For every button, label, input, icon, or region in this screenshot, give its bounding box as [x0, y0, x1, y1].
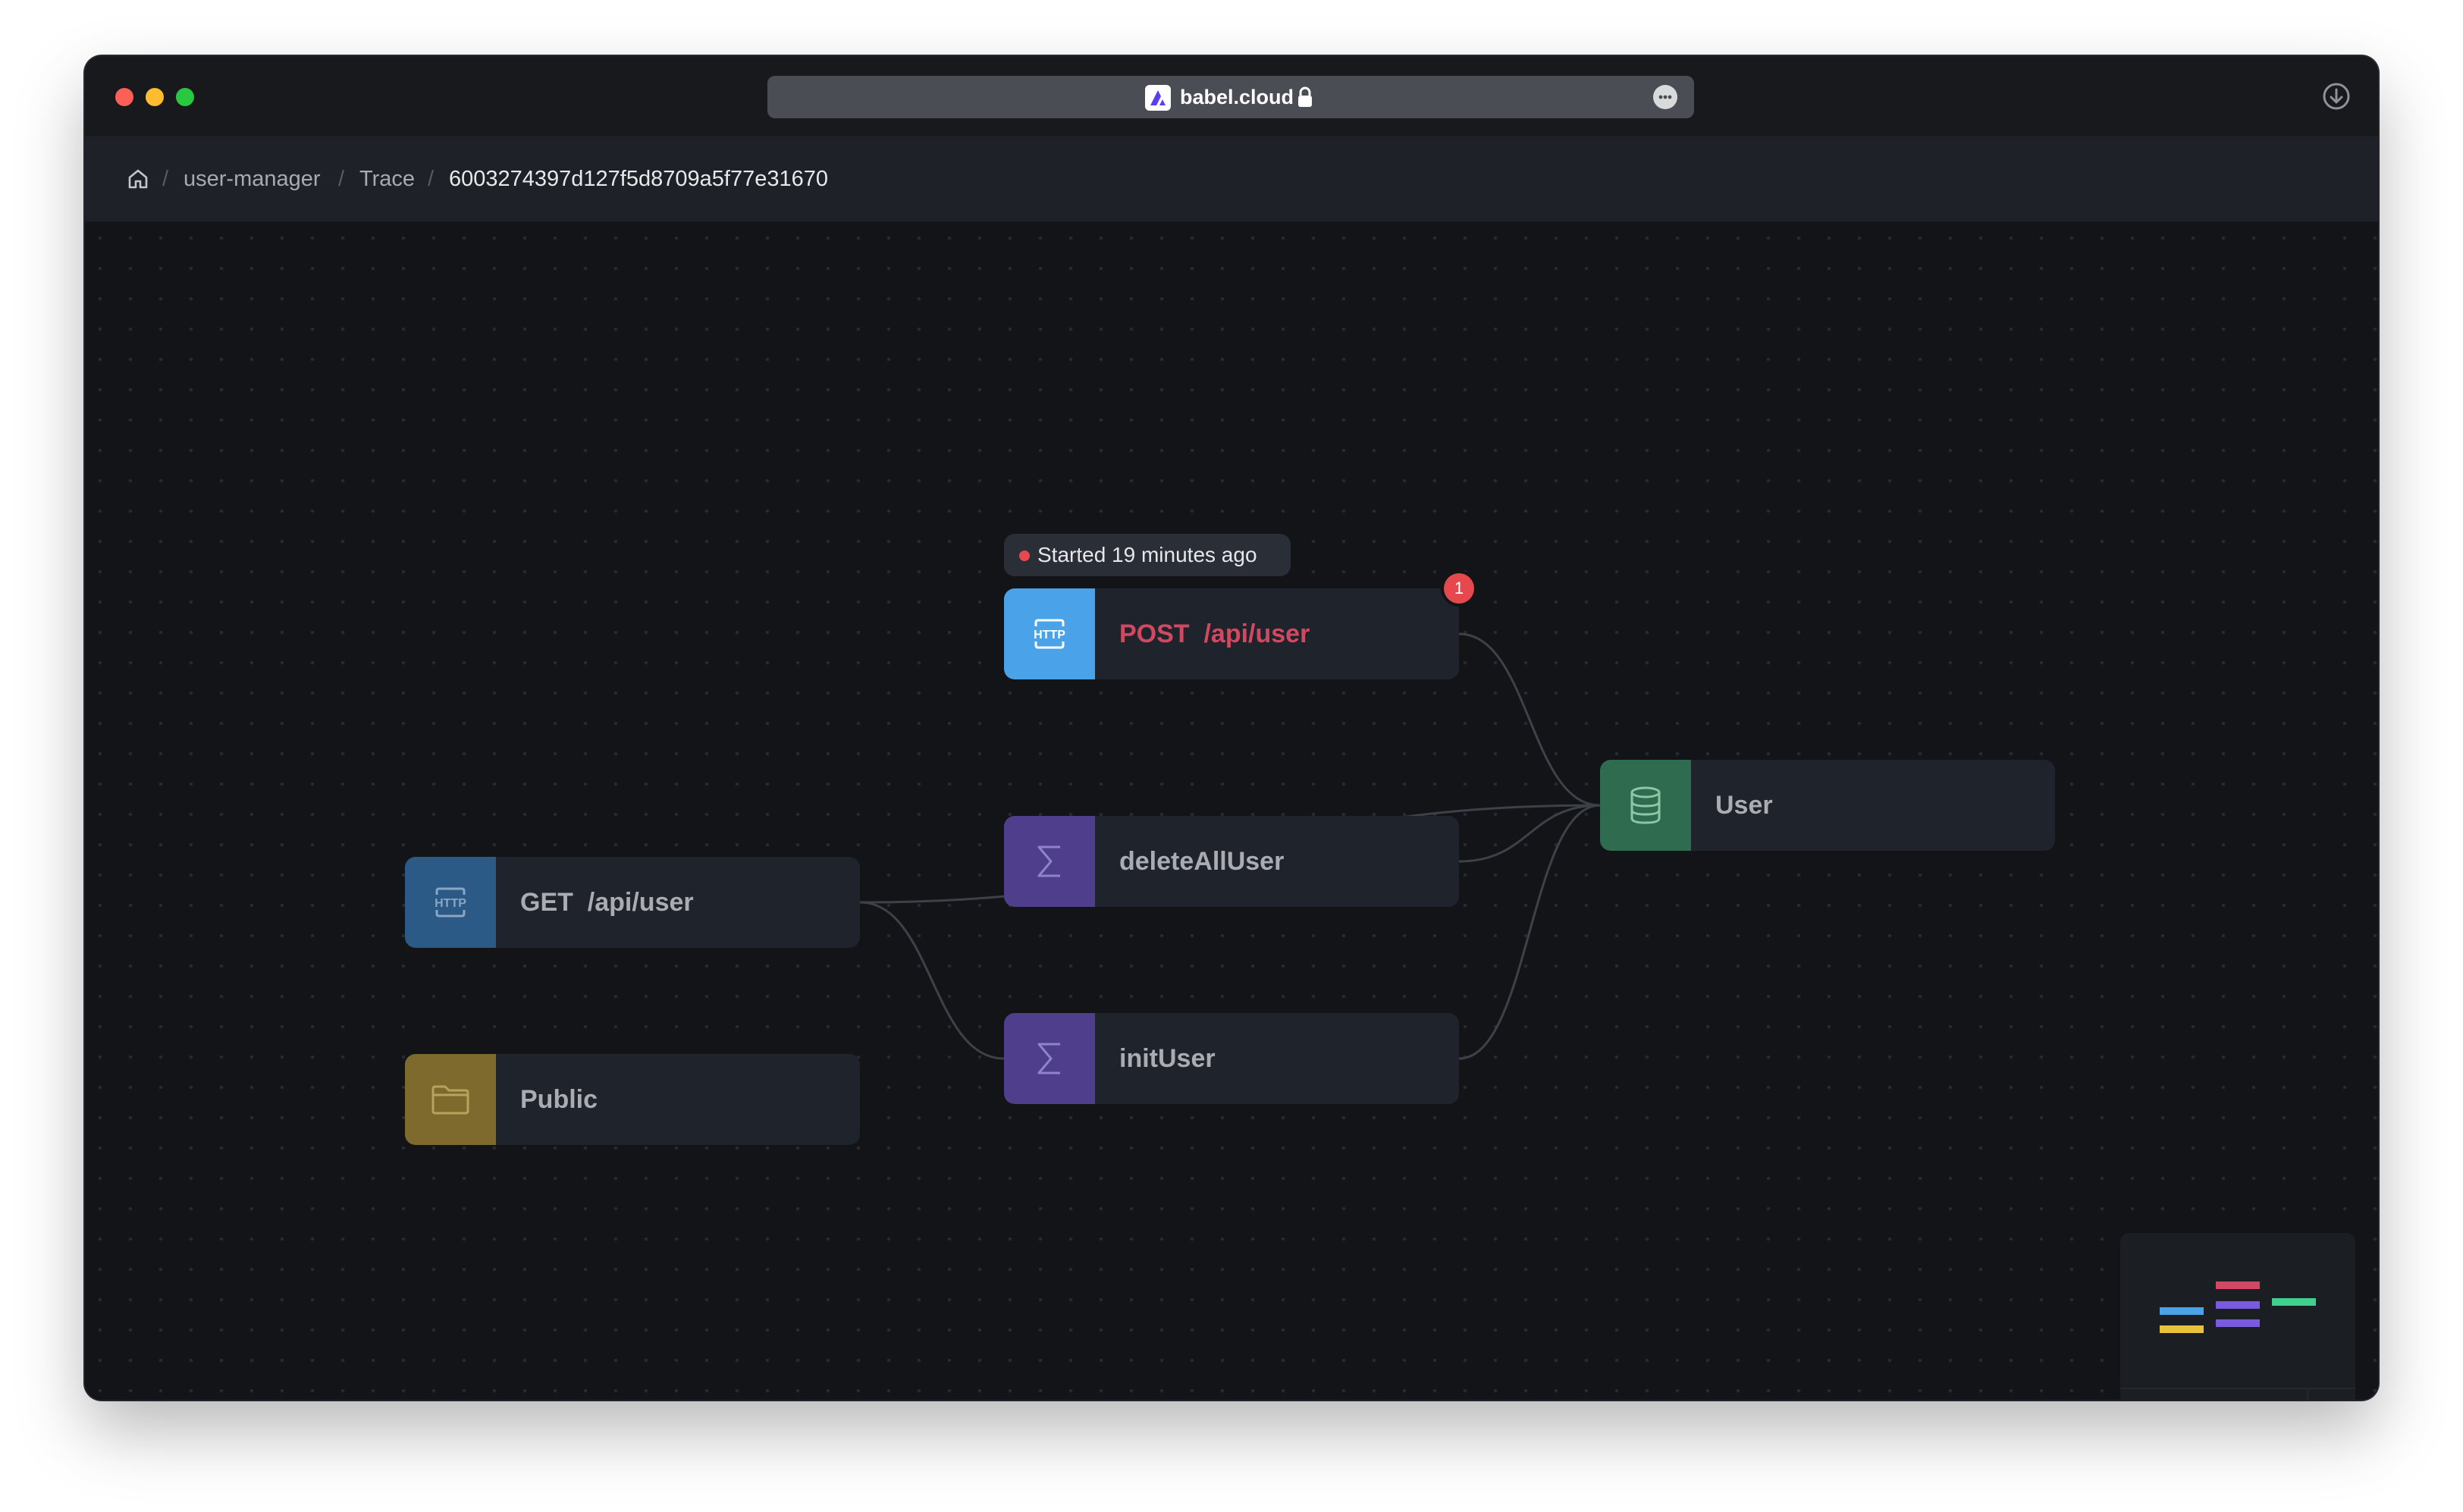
sigma-function-icon: [1004, 1013, 1095, 1104]
http-icon: HTTP: [405, 857, 496, 948]
browser-window: babel.cloud: [85, 56, 2378, 1400]
download-icon[interactable]: [2322, 82, 2351, 114]
babel-logo-icon: [1145, 85, 1171, 111]
node-post-api-user[interactable]: HTTP POST /api/user: [1004, 588, 1459, 679]
address-bar[interactable]: babel.cloud: [767, 76, 1694, 118]
sliders-icon[interactable]: [2307, 1389, 2351, 1400]
trace-status-text: Started 19 minutes ago: [1037, 543, 1257, 566]
breadcrumb-separator: /: [338, 167, 345, 191]
plus-icon[interactable]: [2261, 1389, 2304, 1400]
minimap-node-delete: [2216, 1301, 2260, 1309]
breadcrumb-item-trace[interactable]: Trace: [359, 167, 416, 191]
title-bar: babel.cloud: [85, 56, 2378, 136]
minimap-node-post: [2216, 1281, 2260, 1289]
node-label: POST /api/user: [1119, 620, 1310, 648]
error-count-badge: 1: [1444, 573, 1474, 604]
edge-get-to-init: [859, 901, 1005, 1060]
svg-text:HTTP: HTTP: [435, 897, 466, 910]
edge-delete-to-user: [1458, 804, 1601, 863]
edge-post-to-user: [1458, 632, 1601, 807]
zoom-level: 100%: [2173, 1389, 2257, 1400]
more-icon[interactable]: [1653, 85, 1677, 109]
node-label: Public: [520, 1085, 598, 1114]
minus-icon[interactable]: [2123, 1389, 2166, 1400]
close-window-button[interactable]: [115, 88, 133, 106]
minimap-node-get: [2160, 1307, 2204, 1315]
node-delete-all-user[interactable]: deleteAllUser: [1004, 816, 1459, 907]
node-init-user[interactable]: initUser: [1004, 1013, 1459, 1104]
node-public[interactable]: Public: [405, 1054, 860, 1145]
trace-status-badge: Started 19 minutes ago: [1004, 534, 1291, 576]
home-icon[interactable]: [126, 167, 150, 195]
node-label: initUser: [1119, 1044, 1216, 1073]
minimap[interactable]: 100%: [2120, 1233, 2355, 1400]
lock-icon: [1297, 86, 1313, 112]
breadcrumb-separator: /: [428, 167, 435, 191]
minimap-node-public: [2160, 1325, 2204, 1333]
sigma-function-icon: [1004, 816, 1095, 907]
node-user[interactable]: User: [1600, 760, 2055, 851]
minimize-window-button[interactable]: [146, 88, 164, 106]
minimap-node-user: [2272, 1298, 2316, 1306]
flow-canvas[interactable]: Started 19 minutes ago HTTP POST /api/us…: [85, 223, 2378, 1400]
zoom-controls: 100%: [2120, 1388, 2355, 1400]
url-text: babel.cloud: [1180, 86, 1294, 108]
svg-text:HTTP: HTTP: [1034, 629, 1065, 642]
edge-init-to-user: [1458, 804, 1601, 1060]
status-dot: [1019, 551, 1030, 561]
node-label: GET /api/user: [520, 888, 694, 917]
node-label: User: [1715, 791, 1773, 820]
breadcrumb-item-trace-id: 6003274397d127f5d8709a5f77e31670: [449, 167, 828, 191]
breadcrumb-item-user-manager[interactable]: user-manager: [184, 167, 321, 191]
node-label: deleteAllUser: [1119, 847, 1285, 876]
breadcrumb-separator: /: [162, 167, 169, 191]
minimap-node-init: [2216, 1319, 2260, 1327]
breadcrumb: / user-manager / Trace / 6003274397d127f…: [85, 136, 2378, 223]
maximize-window-button[interactable]: [176, 88, 194, 106]
node-get-api-user[interactable]: HTTP GET /api/user: [405, 857, 860, 948]
database-icon: [1600, 760, 1691, 851]
folder-icon: [405, 1054, 496, 1145]
http-icon: HTTP: [1004, 588, 1095, 679]
